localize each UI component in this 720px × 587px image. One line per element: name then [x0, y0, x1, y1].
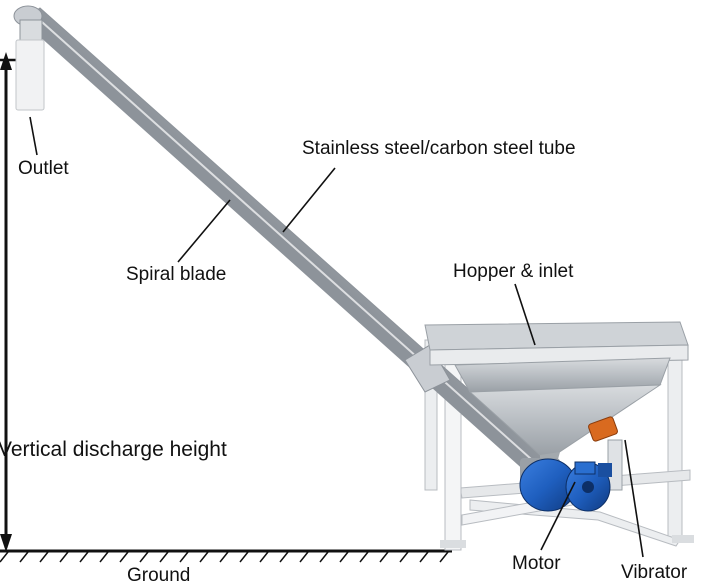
spiral-blade-leader: [177, 199, 231, 263]
vibrator-unit: [588, 416, 623, 491]
hopper-body: [424, 321, 689, 470]
ground-label: Ground: [127, 565, 191, 586]
hopper-label: Hopper & inlet: [453, 261, 574, 282]
outlet-spout: [13, 5, 45, 111]
hopper-leader: [514, 283, 536, 346]
tube-label: Stainless steel/carbon steel tube: [302, 138, 576, 159]
vibrator-label: Vibrator: [621, 562, 688, 583]
outlet-label: Outlet: [18, 158, 69, 179]
tube-leader: [282, 167, 336, 233]
motor-unit: [519, 458, 612, 512]
outlet-leader: [29, 116, 38, 156]
height-label: Vertical discharge height: [0, 438, 227, 461]
vibrator-leader: [624, 439, 644, 558]
ground-line: [0, 549, 452, 563]
motor-label: Motor: [512, 553, 561, 574]
motor-leader: [540, 481, 576, 551]
spiral-blade-label: Spiral blade: [126, 264, 227, 285]
conveyor-tube: [21, 7, 549, 476]
height-dimension-arrow: [0, 52, 40, 552]
